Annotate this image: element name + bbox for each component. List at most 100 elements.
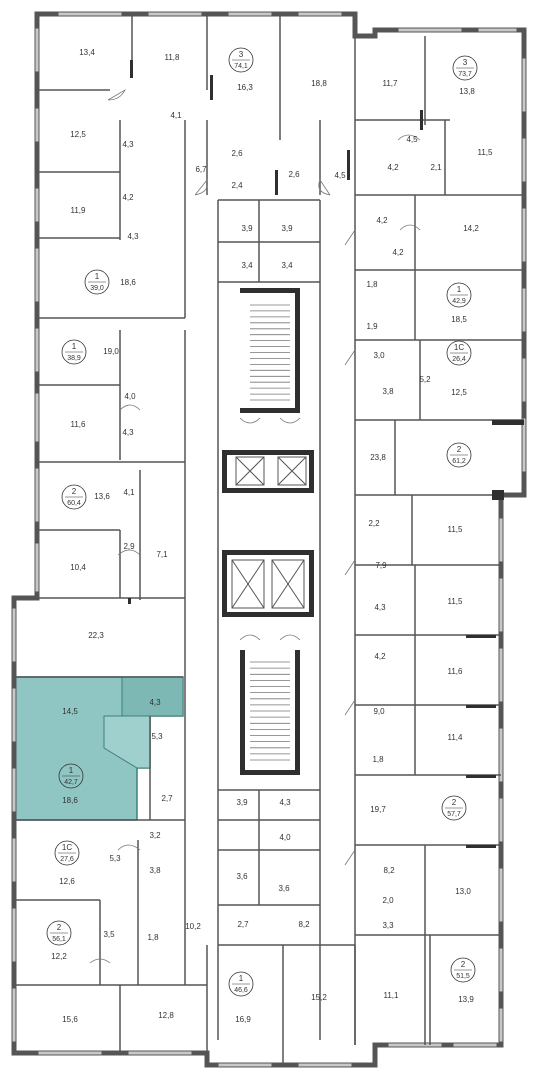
apartment-total-area: 26,4 xyxy=(452,356,466,363)
apartment-rooms-count: 2 xyxy=(461,960,466,969)
apartment-rooms-count: 1 xyxy=(72,342,77,351)
room-area-label: 14,5 xyxy=(62,707,78,716)
room-area-label: 3,2 xyxy=(149,831,161,840)
room-area-label: 13,6 xyxy=(94,492,110,501)
apartment-total-area: 57,7 xyxy=(447,811,461,818)
apartment-rooms-count: 1С xyxy=(62,843,72,852)
room-area-label: 22,3 xyxy=(88,631,104,640)
room-area-label: 2,9 xyxy=(123,542,135,551)
apartment-rooms-count: 1С xyxy=(454,343,464,352)
room-area-label: 4,3 xyxy=(122,428,134,437)
room-area-label: 7,9 xyxy=(375,561,387,570)
apartment-badge[interactable]: 373,7 xyxy=(452,55,478,81)
room-area-label: 3,4 xyxy=(281,261,293,270)
apartment-total-area: 60,4 xyxy=(67,500,81,507)
room-area-label: 11,5 xyxy=(448,525,464,534)
apartment-badge[interactable]: 1С 27,6 xyxy=(54,840,80,866)
room-area-label: 4,3 xyxy=(279,798,291,807)
room-area-label: 2,2 xyxy=(368,519,380,528)
room-area-label: 1,8 xyxy=(147,933,159,942)
room-area-label: 11,7 xyxy=(383,79,399,88)
apartment-total-area: 38,9 xyxy=(67,355,81,362)
apartment-badge[interactable]: 257,7 xyxy=(441,795,467,821)
room-area-label: 11,8 xyxy=(165,53,181,62)
room-area-label: 4,2 xyxy=(122,193,134,202)
room-area-label: 10,4 xyxy=(70,563,86,572)
apartment-badge[interactable]: 146,6 xyxy=(228,971,254,997)
apartment-badge[interactable]: 142,9 xyxy=(446,282,472,308)
room-area-label: 4,3 xyxy=(149,698,161,707)
room-area-label: 2,0 xyxy=(382,896,394,905)
room-area-label: 3,9 xyxy=(241,224,253,233)
stairs xyxy=(250,304,290,761)
room-area-label: 11,4 xyxy=(448,733,464,742)
room-area-label: 3,0 xyxy=(373,351,385,360)
apartment-total-area: 39,0 xyxy=(90,285,104,292)
apartment-total-area: 73,7 xyxy=(458,71,472,78)
apartment-badge[interactable]: 251,5 xyxy=(450,957,476,983)
apartment-badge[interactable]: 261,2 xyxy=(446,442,472,468)
structural-walls xyxy=(128,60,524,848)
room-area-label: 9,0 xyxy=(373,707,385,716)
elevator-shafts xyxy=(231,456,307,609)
apartment-badge[interactable]: 256,1 xyxy=(46,920,72,946)
room-area-label: 3,8 xyxy=(149,866,161,875)
apartment-total-area: 74,1 xyxy=(234,63,248,70)
room-area-label: 5,3 xyxy=(109,854,121,863)
room-area-label: 10,2 xyxy=(185,922,201,931)
room-area-label: 11,6 xyxy=(71,420,87,429)
apartment-badge[interactable]: 1С 26,4 xyxy=(446,340,472,366)
apartment-badge-selected[interactable]: 142,7 xyxy=(58,763,84,789)
room-area-label: 4,1 xyxy=(123,488,135,497)
room-area-label: 3,9 xyxy=(281,224,293,233)
room-area-label: 2,1 xyxy=(430,163,442,172)
room-area-label: 19,7 xyxy=(370,805,386,814)
apartment-rooms-count: 2 xyxy=(452,798,457,807)
room-area-label: 3,3 xyxy=(382,921,394,930)
apartment-total-area: 27,6 xyxy=(60,856,74,863)
apartment-badge[interactable]: 260,4 xyxy=(61,484,87,510)
room-area-label: 18,6 xyxy=(120,278,136,287)
room-area-label: 13,0 xyxy=(455,887,471,896)
apartment-total-area: 42,7 xyxy=(64,779,78,786)
room-area-label: 4,3 xyxy=(122,140,134,149)
room-area-label: 5,3 xyxy=(151,732,163,741)
apartment-badge[interactable]: 374,1 xyxy=(228,47,254,73)
room-area-label: 8,2 xyxy=(298,920,310,929)
room-area-label: 11,1 xyxy=(384,991,400,1000)
apartment-rooms-count: 3 xyxy=(239,50,244,59)
room-area-label: 1,8 xyxy=(372,755,384,764)
room-area-label: 15,2 xyxy=(311,993,327,1002)
apartment-rooms-count: 1 xyxy=(69,766,74,775)
room-area-label: 11,5 xyxy=(478,148,494,157)
room-area-label: 4,1 xyxy=(170,111,182,120)
apartment-badge[interactable]: 139,0 xyxy=(84,269,110,295)
room-area-label: 4,0 xyxy=(124,392,136,401)
room-area-label: 7,1 xyxy=(156,550,168,559)
apartment-badge[interactable]: 138,9 xyxy=(61,339,87,365)
apartment-rooms-count: 1 xyxy=(95,272,100,281)
room-area-label: 3,6 xyxy=(236,872,248,881)
room-area-label: 23,8 xyxy=(370,453,386,462)
room-area-label: 12,6 xyxy=(59,877,75,886)
room-area-label: 3,5 xyxy=(103,930,115,939)
apartment-total-area: 46,6 xyxy=(234,987,248,994)
highlighted-apartment-area[interactable] xyxy=(13,676,184,821)
room-area-label: 4,2 xyxy=(376,216,388,225)
room-area-label: 3,8 xyxy=(382,387,394,396)
apartment-rooms-count: 2 xyxy=(72,487,77,496)
room-area-label: 4,2 xyxy=(387,163,399,172)
apartment-total-area: 56,1 xyxy=(52,936,66,943)
apartment-rooms-count: 2 xyxy=(457,445,462,454)
room-area-label: 11,6 xyxy=(448,667,464,676)
room-area-label: 12,5 xyxy=(451,388,467,397)
door-swings xyxy=(89,88,421,964)
room-area-label: 4,5 xyxy=(406,135,418,144)
room-area-label: 18,5 xyxy=(451,315,467,324)
room-area-label: 12,8 xyxy=(158,1011,174,1020)
room-area-label: 6,7 xyxy=(195,165,207,174)
room-area-label: 18,8 xyxy=(311,79,327,88)
room-area-label: 2,7 xyxy=(237,920,249,929)
apartment-rooms-count: 1 xyxy=(239,974,244,983)
room-area-label: 2,6 xyxy=(288,170,300,179)
